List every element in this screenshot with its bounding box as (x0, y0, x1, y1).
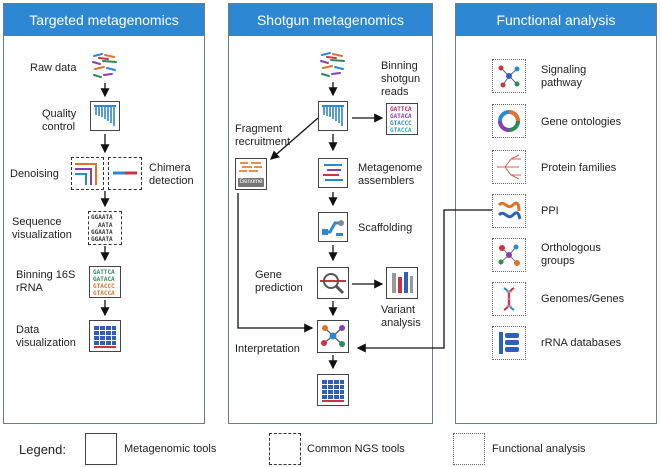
signaling-pathway-item[interactable] (492, 59, 526, 93)
chimera-detection-tool[interactable] (108, 157, 142, 190)
chimera-icon (113, 171, 137, 175)
orthologous-groups-icon (498, 244, 520, 266)
legend-metagenomic-label: Metagenomic tools (124, 443, 217, 455)
binning-shotgun-tool[interactable]: GATTCA GATACA GTACCC GTACCA (386, 103, 418, 135)
quality-control-tool[interactable] (90, 101, 120, 131)
fragment-recruitment-label: Fragment recruitment (235, 123, 291, 148)
seq-line-2: AATA (98, 222, 113, 229)
legend-ngs-label: Common NGS tools (307, 443, 405, 455)
targeted-panel-title: Targeted metagenomics (4, 4, 204, 36)
gene-ontologies-item[interactable] (492, 104, 526, 138)
ppi-icon (497, 201, 522, 220)
shotgun-panel-title: Shotgun metagenomics (229, 4, 432, 36)
signaling-pathway-label: Signaling pathway (541, 64, 587, 89)
bin16s-line-2: GATACA (93, 276, 115, 283)
functional-analysis-panel: Functional analysis (455, 3, 657, 424)
gene-ontologies-label: Gene ontologies (541, 116, 622, 128)
gene-prediction-tool[interactable] (317, 267, 349, 299)
shotgun-heatmap-icon (322, 380, 344, 402)
scaffolding-icon (322, 220, 344, 236)
seq-line-1: GGAATA (91, 214, 113, 221)
fragment-recruitment-icon (239, 162, 262, 172)
signaling-pathway-icon (498, 65, 520, 88)
interpretation-tool[interactable] (317, 320, 349, 353)
denoising-label: Denoising (10, 168, 59, 180)
shotgun-raw-data-icon (318, 50, 348, 80)
sequence-visualization-label: Sequence visualization (12, 216, 72, 241)
protein-families-label: Protein families (541, 162, 617, 174)
genome-bar: Genome (238, 178, 264, 187)
shotgun-quality-control-tool[interactable] (318, 101, 348, 131)
protein-families-icon (497, 154, 521, 180)
rrna-databases-label: rRNA databases (541, 337, 622, 349)
gene-prediction-label: Gene prediction (255, 269, 303, 294)
genomes-genes-item[interactable] (492, 282, 526, 316)
quality-plot-icon (94, 105, 116, 126)
legend-functional-swatch (453, 433, 485, 465)
metagenome-assemblers-tool[interactable] (318, 158, 348, 188)
binning-16s-tool[interactable]: GATTCA GATACA GTACCC GTACCA (89, 266, 121, 298)
interpretation-label: Interpretation (235, 343, 300, 355)
binning-16s-label: Binning 16S rRNA (16, 269, 76, 294)
legend-metagenomic-swatch (85, 433, 117, 465)
variant-analysis-label: Variant analysis (381, 304, 421, 329)
binshot-line-3: GTACCC (390, 120, 412, 127)
heatmap-icon (94, 326, 116, 348)
binshot-line-2: GATACA (390, 113, 412, 120)
binshot-line-4: GTACCA (390, 127, 412, 134)
variant-analysis-tool[interactable] (386, 267, 418, 299)
seq-line-4: GGAATA (91, 236, 113, 243)
ppi-label: PPI (541, 205, 559, 217)
denoising-icon (75, 163, 97, 185)
gene-ontologies-icon (498, 110, 520, 132)
data-visualization-tool[interactable] (89, 320, 121, 352)
fragment-recruitment-tool[interactable]: Genome (235, 158, 267, 190)
genomes-genes-icon (503, 287, 515, 311)
shotgun-quality-plot-icon (322, 105, 344, 126)
sequence-visualization-tool[interactable]: GGAATA AATA GGAATA GGAATA (88, 211, 122, 245)
legend-ngs-swatch (269, 433, 301, 465)
denoising-tool[interactable] (71, 157, 104, 190)
protein-families-item[interactable] (492, 150, 526, 184)
bin16s-line-1: GATTCA (93, 269, 115, 276)
legend-functional-label: Functional analysis (492, 443, 586, 455)
raw-data-icon (90, 51, 120, 81)
bin16s-line-3: GTACCC (93, 283, 115, 290)
rrna-databases-item[interactable] (492, 326, 526, 360)
orthologous-groups-label: Orthologous groups (541, 242, 601, 267)
scaffolding-tool[interactable] (318, 212, 348, 242)
raw-data-label: Raw data (30, 62, 77, 74)
chimera-detection-label: Chimera detection (149, 162, 194, 187)
variant-icon (392, 272, 413, 293)
quality-control-label: Quality control (42, 108, 77, 133)
bin16s-line-4: GTACCA (93, 290, 115, 297)
data-visualization-label: Data visualization (16, 324, 76, 349)
assembler-icon (323, 164, 343, 181)
orthologous-groups-item[interactable] (492, 238, 526, 272)
legend-title: Legend: (19, 442, 66, 457)
network-icon (321, 325, 345, 347)
functional-panel-title: Functional analysis (456, 4, 656, 36)
magnifier-icon (320, 273, 346, 295)
scaffolding-label: Scaffolding (358, 222, 413, 234)
metagenome-assemblers-label: Metagenome assemblers (358, 162, 423, 187)
rrna-databases-icon (499, 332, 519, 354)
binshot-line-1: GATTCA (390, 106, 412, 113)
seq-line-3: GGAATA (91, 229, 113, 236)
binning-shotgun-label: Binning shotgun reads (381, 60, 421, 98)
ppi-item[interactable] (492, 194, 526, 228)
genomes-genes-label: Genomes/Genes (541, 293, 625, 305)
shotgun-data-visualization-tool[interactable] (317, 374, 349, 406)
